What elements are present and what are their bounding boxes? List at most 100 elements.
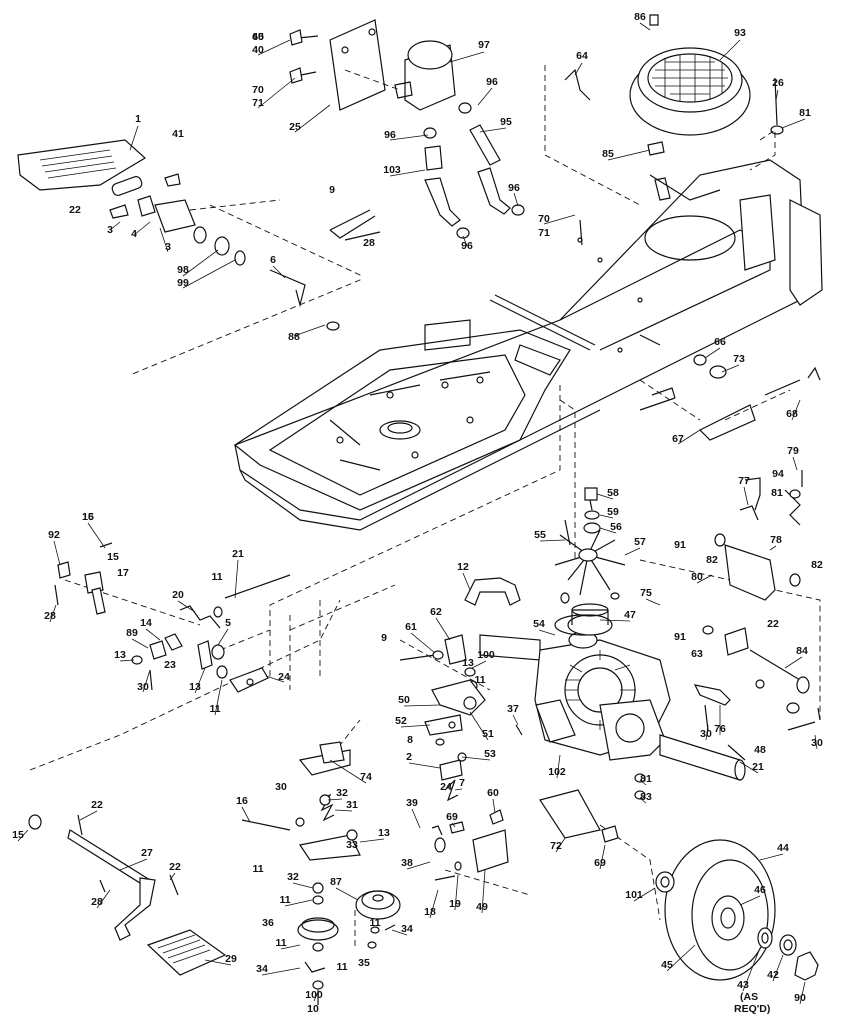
part-callout-7: 7 (459, 777, 465, 789)
right-brackets (634, 334, 821, 800)
part-callout-19: 19 (449, 898, 461, 910)
leader-line (599, 844, 606, 870)
part-callout-33: 33 (346, 839, 358, 851)
fan-screen (564, 14, 784, 246)
leader-line (265, 675, 285, 683)
part-callout-62: 62 (430, 606, 442, 618)
leader-line (119, 858, 148, 871)
leader-line (599, 514, 614, 519)
part-callout-15: 15 (82, 511, 94, 523)
leader-line (234, 559, 239, 599)
part-callout-78: 78 (770, 534, 782, 546)
part-callout-28: 28 (44, 610, 56, 622)
part-callout-23: 23 (164, 659, 176, 671)
part-callout-16: 16 (236, 795, 248, 807)
leader-line (142, 669, 151, 693)
part-callout-1: 1 (135, 113, 141, 125)
leader-line (479, 127, 507, 133)
leader-line (607, 149, 651, 161)
leader-line (131, 638, 149, 649)
leader-line (512, 714, 519, 726)
leader-line (792, 456, 798, 471)
leader-lines (17, 22, 818, 1005)
part-callout-64: 64 (576, 50, 588, 62)
part-callout-89: 89 (126, 627, 138, 639)
part-callout-13: 13 (114, 649, 126, 661)
part-callout-40: 40 (252, 44, 264, 56)
part-callout-24: 24 (440, 781, 452, 793)
leader-line (411, 808, 421, 829)
leader-line (742, 947, 761, 992)
part-callout-22: 22 (69, 204, 81, 216)
leader-line (599, 527, 617, 534)
part-callout-85: 85 (602, 148, 614, 160)
callout-labels: 1233456789910111111111111111112131313131… (12, 11, 823, 1015)
leader-line (119, 659, 135, 662)
part-callout-22: 22 (169, 861, 181, 873)
part-callout-58: 58 (607, 487, 619, 499)
leader-line (313, 991, 319, 1002)
leader-line (49, 604, 57, 623)
leader-line (177, 600, 196, 613)
foot-pedal (17, 139, 147, 196)
leader-line (53, 540, 61, 566)
leader-line (639, 797, 647, 804)
part-callout-4: 4 (131, 228, 137, 240)
leader-line (462, 572, 471, 591)
leader-line (408, 762, 441, 769)
leader-line (759, 853, 784, 861)
part-callout-10: 10 (307, 1003, 319, 1015)
part-callout-91: 91 (674, 631, 686, 643)
part-callout-92: 92 (48, 529, 60, 541)
leader-line (284, 899, 313, 907)
part-callout-57: 57 (634, 536, 646, 548)
wheel-assembly (655, 839, 819, 981)
leader-line (435, 617, 451, 641)
leader-line (462, 235, 468, 247)
part-callout-56: 56 (610, 521, 622, 533)
part-callout-95: 95 (500, 116, 512, 128)
part-callout-75: 75 (640, 587, 652, 599)
part-callout-42: 42 (767, 969, 779, 981)
part-callout-74: 74 (360, 771, 372, 783)
part-callout-87: 87 (330, 876, 342, 888)
leader-line (543, 214, 576, 225)
part-callout-43: 43 (737, 979, 749, 991)
part-callout-65: 65 (252, 31, 264, 43)
part-callout-99: 99 (177, 277, 189, 289)
leader-line (359, 838, 385, 843)
leader-line (477, 87, 493, 106)
part-callout-69: 69 (594, 857, 606, 869)
part-callout-79: 79 (787, 445, 799, 457)
leader-line (217, 628, 229, 646)
part-callout-32: 32 (336, 787, 348, 799)
part-callout-71: 71 (252, 97, 264, 109)
leader-line (145, 628, 161, 641)
part-callout-68: 68 (786, 408, 798, 420)
part-callout-40: 40 (252, 31, 264, 43)
part-callout-14: 14 (140, 617, 152, 629)
part-callout-22: 22 (767, 618, 779, 630)
leader-line (814, 734, 818, 750)
part-callout-26: 26 (772, 77, 784, 89)
part-callout-101: 101 (625, 889, 643, 901)
part-callout-16: 16 (82, 511, 94, 523)
leader-line (400, 724, 431, 728)
leader-line (454, 788, 463, 791)
part-callout-38: 38 (401, 857, 413, 869)
leader-line (705, 724, 709, 741)
leader-line (639, 779, 647, 786)
part-callout-59: 59 (607, 506, 619, 518)
part-callout-90: 90 (794, 992, 806, 1004)
leader-line (169, 872, 176, 881)
assembly-guide-lines (29, 65, 821, 950)
part-callout-96: 96 (486, 76, 498, 88)
leader-line (666, 944, 696, 972)
leader-line (241, 806, 251, 823)
leader-line (791, 399, 801, 421)
left-hardware (109, 173, 381, 331)
part-callout-17: 17 (117, 567, 129, 579)
part-callout-11: 11 (209, 703, 220, 715)
part-callout-51: 51 (482, 728, 494, 740)
part-callout-28: 28 (91, 896, 103, 908)
